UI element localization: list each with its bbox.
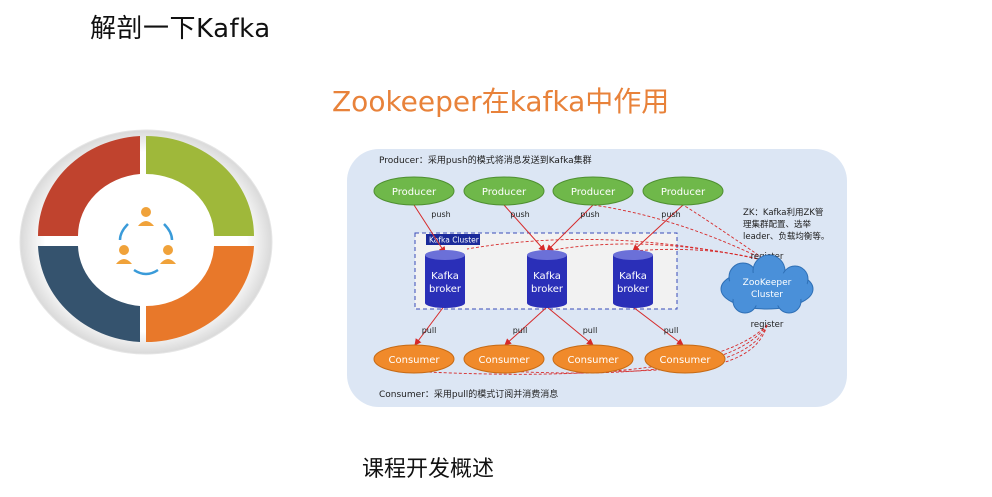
pull-label: pull [583,326,598,335]
push-arrow [632,204,684,252]
consumer-node: Consumer [373,344,455,374]
push-arrows [413,204,684,254]
zk-note: ZK：Kafka利用ZK管 理集群配置、选举 leader、负载均衡等。 [743,207,829,242]
cycle-center [82,184,210,300]
broker-label: broker [429,284,462,295]
consumer-label: Consumer [660,355,712,366]
section-title: Zookeeper在kafka中作用 [332,85,670,118]
push-arrow [503,204,546,252]
slide-title: 解剖一下Kafka [90,14,271,44]
pull-arrows [414,304,684,346]
consumer-caption: Consumer：采用pull的模式订阅并消费消息 [379,388,558,400]
consumer-node: Consumer [463,344,545,374]
push-label: push [580,210,599,219]
push-arrow [413,204,446,254]
people-cycle-icon [116,207,176,276]
broker-node: Kafka broker [527,250,567,308]
producer-node: Producer [642,176,724,206]
register-line [686,324,768,370]
broker-label: Kafka [619,271,647,282]
broker-label: broker [531,284,564,295]
producer-label: Producer [482,187,527,198]
consumer-label: Consumer [389,355,441,366]
producer-label: Producer [661,187,706,198]
producer-caption: Producer：采用push的模式将消息发送到Kafka集群 [379,154,592,166]
kafka-architecture-diagram: Producer：采用push的模式将消息发送到Kafka集群 Consumer… [347,149,847,407]
consumer-node: Consumer [552,344,634,374]
push-label: push [431,210,450,219]
pull-arrow [546,306,594,346]
consumer-node: Consumer [644,344,726,374]
zk-note-line: leader、负载均衡等。 [743,231,829,242]
pull-arrow [414,304,446,346]
producer-row: Producer Producer Producer Producer [373,176,724,206]
push-label: push [510,210,529,219]
register-label-bottom: register [751,320,784,330]
cycle-graphic [19,129,273,355]
register-line [546,243,768,262]
pull-labels: pull pull pull pull [422,326,679,335]
pull-label: pull [422,326,437,335]
producer-node: Producer [373,176,455,206]
kafka-cluster-label-bg [426,234,480,245]
consumer-label: Consumer [479,355,531,366]
broker-label: Kafka [533,271,561,282]
consumer-label: Consumer [568,355,620,366]
broker-node: Kafka broker [613,250,653,308]
producer-label: Producer [571,187,616,198]
cycle-segments [37,136,254,343]
producer-node: Producer [463,176,545,206]
register-line [682,204,768,262]
zookeeper-label: Cluster [751,290,783,300]
register-line [406,324,768,375]
pull-label: pull [664,326,679,335]
push-labels: push push push push [431,210,680,219]
footer-title: 课程开发概述 [362,457,495,482]
producer-node: Producer [552,176,634,206]
zookeeper-cloud: ZooKeeper Cluster [720,254,814,314]
consumer-row: Consumer Consumer Consumer Consumer [373,344,726,374]
pull-arrow [504,306,548,346]
broker-label: Kafka [431,271,459,282]
pull-label: pull [513,326,528,335]
zk-note-line: 理集群配置、选举 [743,219,812,230]
kafka-cluster-label: Kafka Cluster [429,236,480,245]
zookeeper-label: ZooKeeper [743,278,792,288]
push-label: push [661,210,680,219]
pull-arrow [632,306,684,346]
producer-label: Producer [392,187,437,198]
register-line [592,204,768,262]
zk-note-line: ZK：Kafka利用ZK管 [743,207,823,218]
push-arrow [546,204,594,252]
broker-label: broker [617,284,650,295]
broker-node: Kafka broker [425,250,465,308]
